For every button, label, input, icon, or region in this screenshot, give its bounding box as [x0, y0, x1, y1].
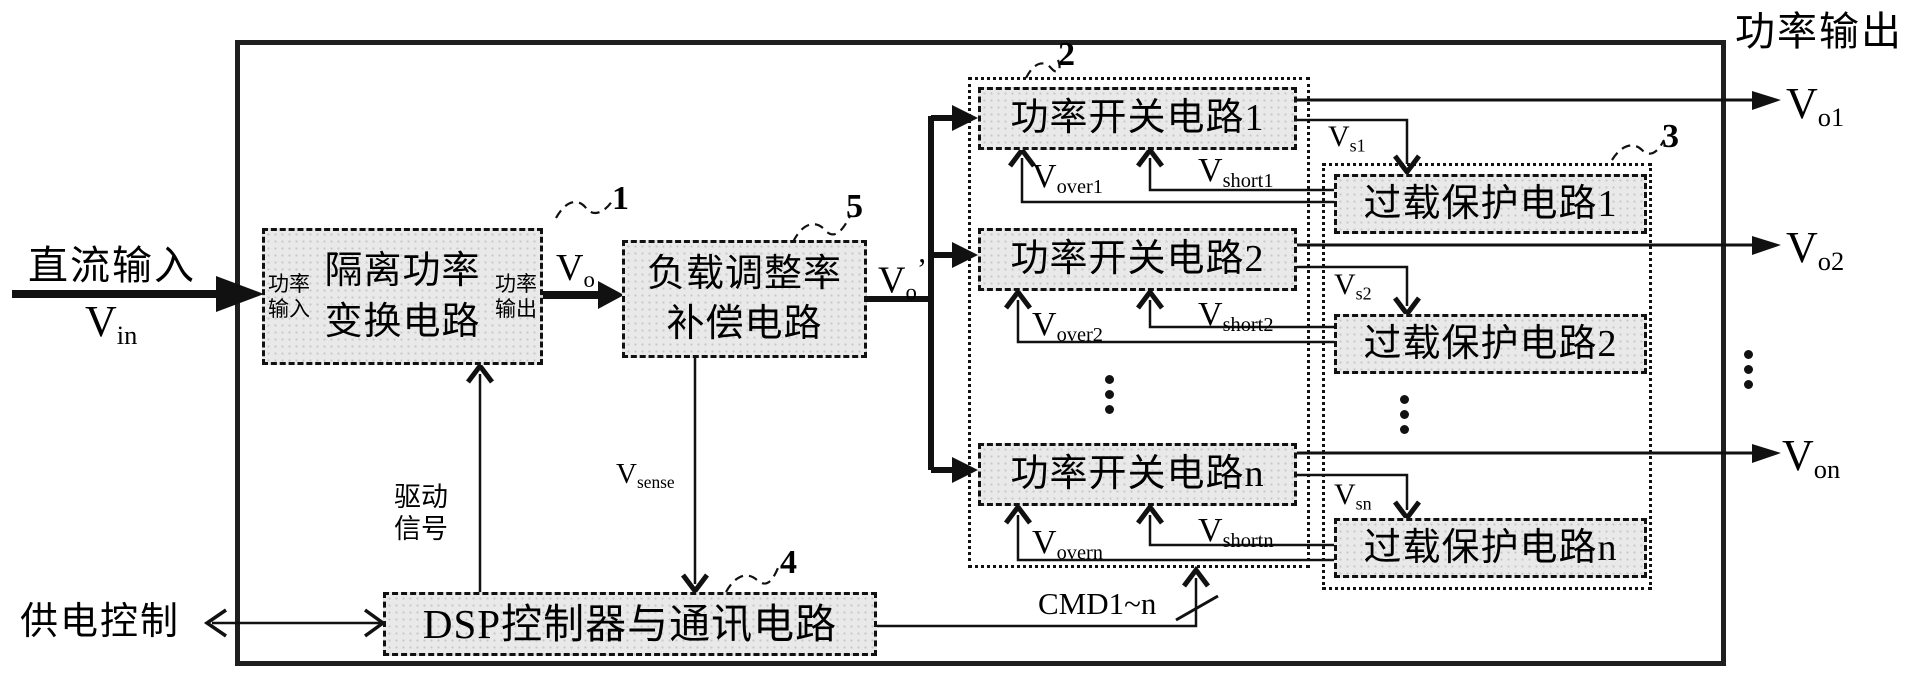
- overload-protection-2-title: 过载保护电路2: [1363, 322, 1618, 365]
- vs1-label: Vs1: [1328, 120, 1366, 156]
- drive-signal-label: 驱动 信号: [394, 482, 448, 544]
- vover1-label: Vover1: [1032, 158, 1103, 199]
- vshort1-label: Vshort1: [1198, 152, 1274, 193]
- von-label: Von: [1782, 431, 1841, 484]
- vo2-label: Vo2: [1786, 223, 1845, 276]
- system-frame: [235, 40, 1726, 666]
- vover2-label: Vover2: [1032, 306, 1103, 347]
- vin-label: Vin: [85, 297, 138, 350]
- vs2-label: Vs2: [1334, 268, 1372, 304]
- overload-protection-group-box: [1322, 163, 1652, 590]
- dsp-controller-block: DSP控制器与通讯电路: [383, 592, 877, 656]
- converter-output-port-label: 功率 输出: [495, 272, 537, 321]
- ref-4: 4: [780, 544, 797, 581]
- power-switch-2-title: 功率开关电路2: [1010, 238, 1265, 281]
- overload-protection-block-n: 过载保护电路n: [1334, 518, 1647, 578]
- overload-protection-block-1: 过载保护电路1: [1334, 174, 1647, 234]
- overload-protection-block-2: 过载保护电路2: [1334, 314, 1647, 374]
- power-switch-block-2: 功率开关电路2: [978, 228, 1297, 291]
- vsn-label: Vsn: [1334, 478, 1372, 514]
- ellipsis-protection-group: [1400, 395, 1409, 434]
- power-switch-n-title: 功率开关电路n: [1010, 453, 1265, 496]
- dsp-controller-title: DSP控制器与通讯电路: [422, 600, 838, 647]
- load-regulation-title: 负载调整率 补偿电路: [646, 252, 842, 345]
- cmd-label: CMD1~n: [1038, 586, 1157, 621]
- load-regulation-block: 负载调整率 补偿电路: [622, 240, 867, 358]
- ref-5: 5: [846, 188, 863, 225]
- ellipsis-outputs: [1744, 350, 1753, 389]
- ellipsis-switch-group: [1105, 375, 1114, 414]
- vsense-label: Vsense: [616, 458, 675, 493]
- vo1-label: Vo1: [1786, 79, 1845, 132]
- vovern-label: Vovern: [1032, 524, 1103, 565]
- converter-input-port-label: 功率 输入: [268, 272, 310, 321]
- ref-1: 1: [612, 180, 629, 217]
- ref-2: 2: [1058, 36, 1075, 73]
- overload-protection-n-title: 过载保护电路n: [1363, 526, 1618, 569]
- overload-protection-1-title: 过载保护电路1: [1363, 182, 1618, 225]
- power-switch-block-1: 功率开关电路1: [978, 87, 1297, 150]
- supply-control-label: 供电控制: [20, 601, 181, 643]
- power-output-title: 功率输出: [1735, 9, 1903, 54]
- vo-label: Vo: [556, 247, 595, 292]
- vo-prime-label: Vo’: [878, 252, 927, 305]
- isolated-converter-block: 功率 输入 隔离功率 变换电路 功率 输出: [262, 228, 543, 365]
- power-switch-block-n: 功率开关电路n: [978, 443, 1297, 506]
- converter-title: 隔离功率 变换电路: [324, 250, 481, 343]
- vshortn-label: Vshortn: [1198, 512, 1274, 553]
- dc-input-label: 直流输入: [28, 243, 196, 288]
- vshort2-label: Vshort2: [1198, 296, 1274, 337]
- ref-3: 3: [1662, 118, 1679, 155]
- power-switch-1-title: 功率开关电路1: [1010, 97, 1265, 140]
